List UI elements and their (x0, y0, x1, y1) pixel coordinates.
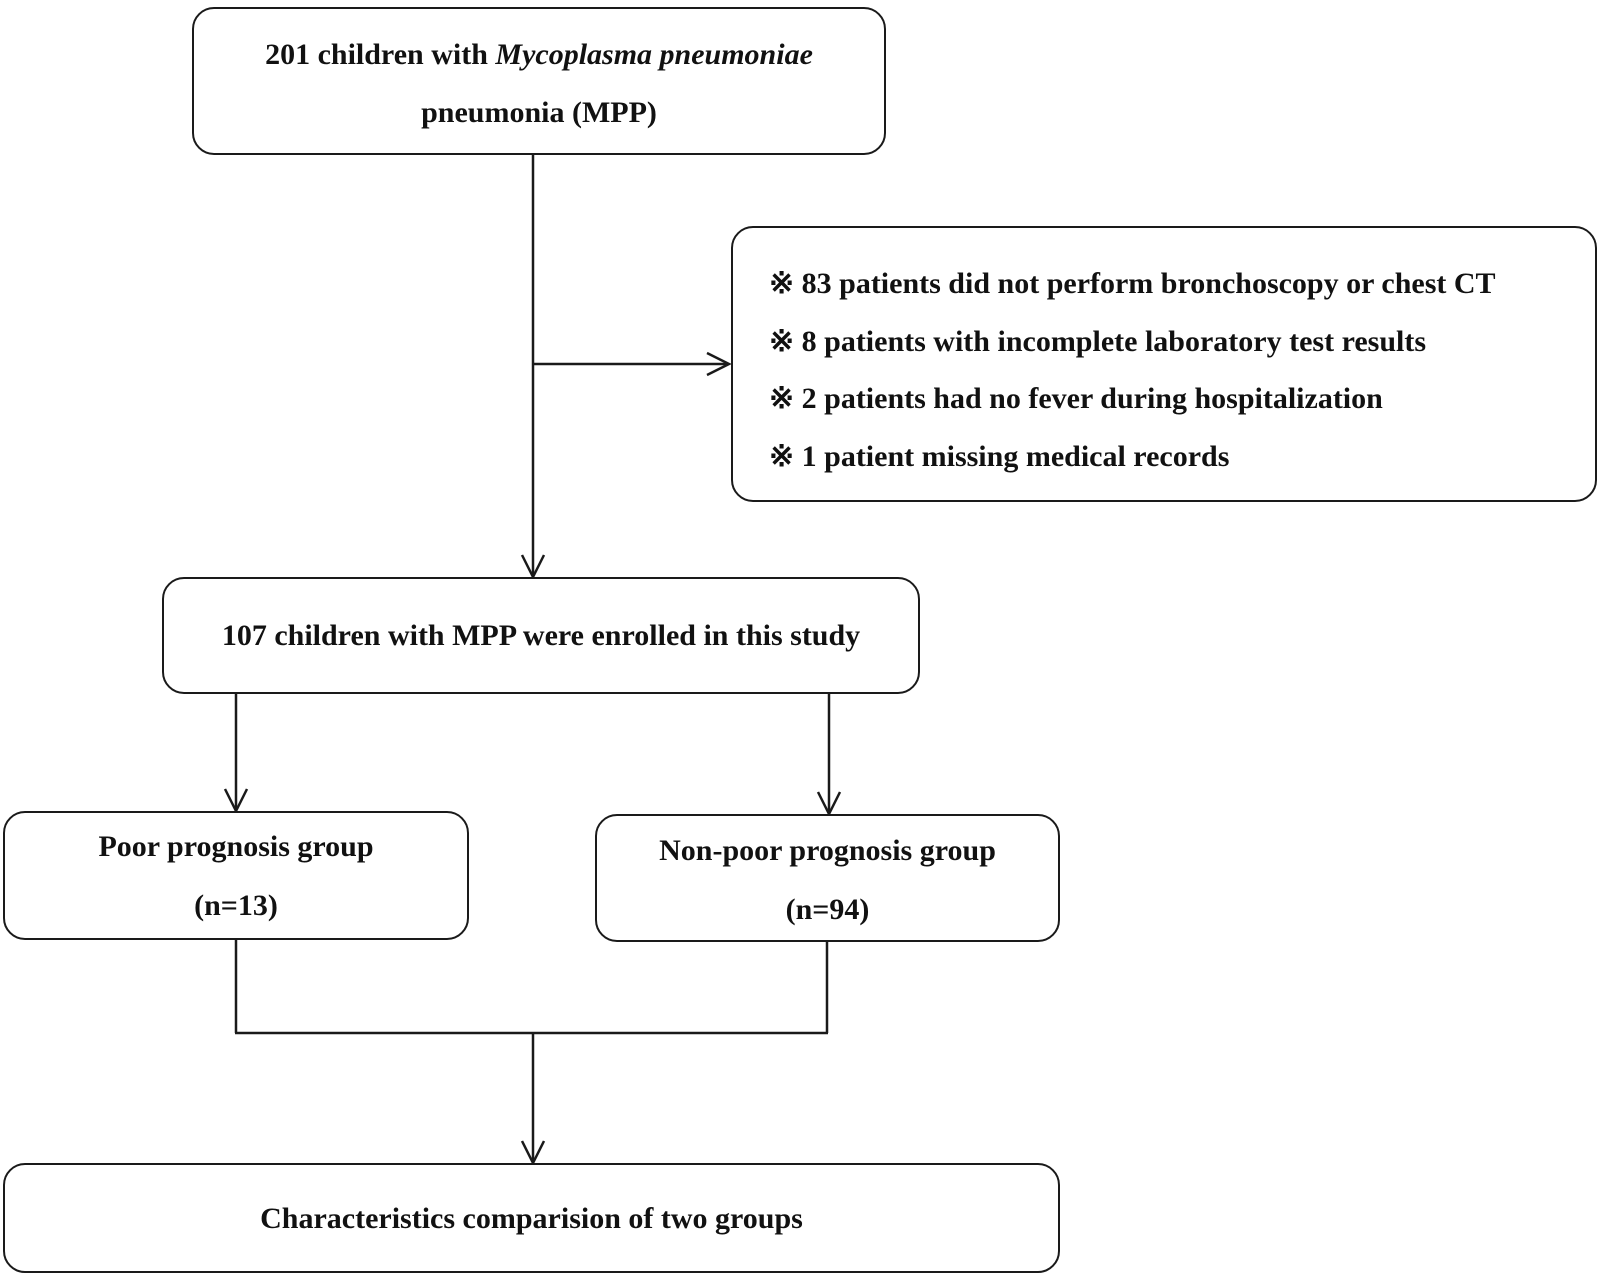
top-box-line1: 201 children with Mycoplasma pneumoniae (194, 37, 884, 73)
enrolled-box: 107 children with MPP were enrolled in t… (162, 577, 920, 694)
comparison-label: Characteristics comparision of two group… (260, 1202, 803, 1235)
poor-group-label: Poor prognosis group (98, 830, 374, 863)
nonpoor-group-label: Non-poor prognosis group (659, 834, 996, 867)
comparison-box: Characteristics comparision of two group… (3, 1163, 1060, 1273)
organism-name: Mycoplasma pneumoniae (495, 38, 813, 71)
exclusion-item: ※ 1 patient missing medical records (769, 440, 1230, 473)
nonpoor-group-count: (n=94) (785, 893, 870, 926)
arrowhead-exclusion (706, 351, 732, 377)
poor-group-box: Poor prognosis group (n=13) (3, 811, 469, 940)
exclusion-item: ※ 2 patients had no fever during hospita… (769, 382, 1383, 415)
nonpoor-group-box: Non-poor prognosis group (n=94) (595, 814, 1060, 942)
exclusion-box: ※ 83 patients did not perform bronchosco… (731, 226, 1597, 502)
poor-group-count: (n=13) (194, 889, 278, 922)
top-box-line2: pneumonia (MPP) (421, 96, 657, 129)
enrolled-label: 107 children with MPP were enrolled in t… (221, 619, 861, 652)
exclusion-item: ※ 8 patients with incomplete laboratory … (769, 325, 1427, 358)
top-box-line1-prefix: 201 children with (265, 38, 496, 71)
exclusion-item: ※ 83 patients did not perform bronchosco… (769, 267, 1496, 300)
top-box: 201 children with Mycoplasma pneumoniae … (192, 7, 886, 155)
